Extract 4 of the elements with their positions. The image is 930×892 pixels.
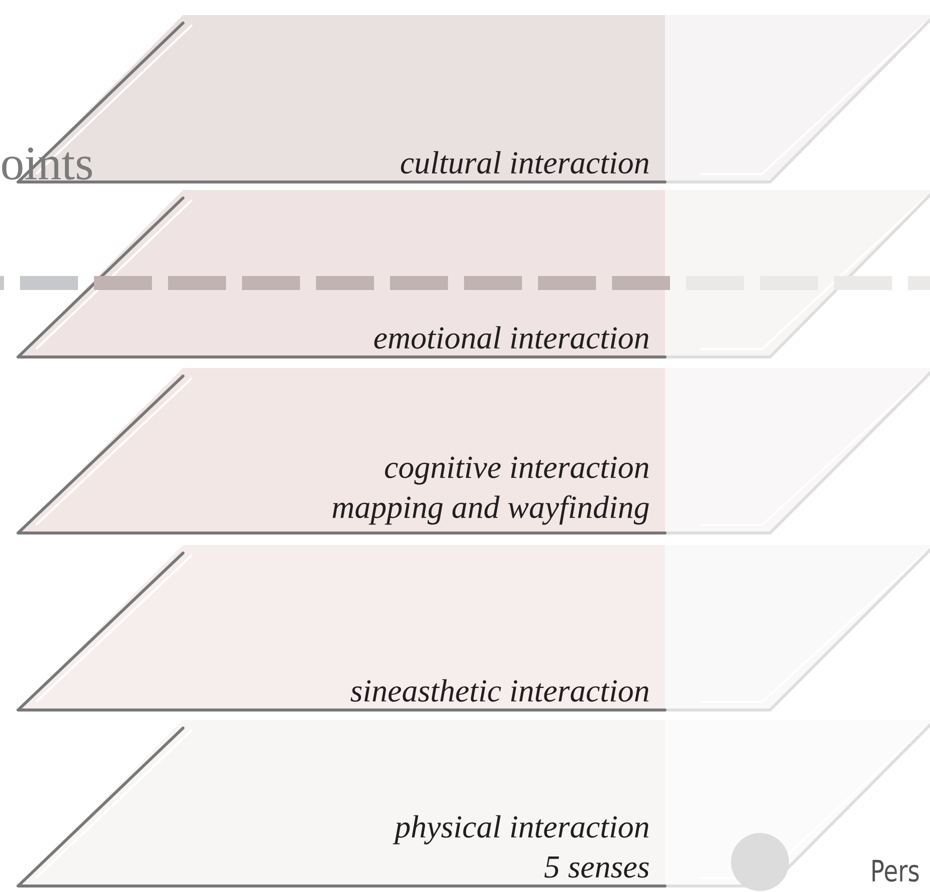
partial-text: Pers (872, 860, 919, 882)
layer-plane: cognitive interaction mapping and wayfinding (16, 366, 930, 534)
layer-plane: emotional interaction (16, 188, 930, 358)
layer-plane: sineasthetic interaction (16, 544, 930, 712)
